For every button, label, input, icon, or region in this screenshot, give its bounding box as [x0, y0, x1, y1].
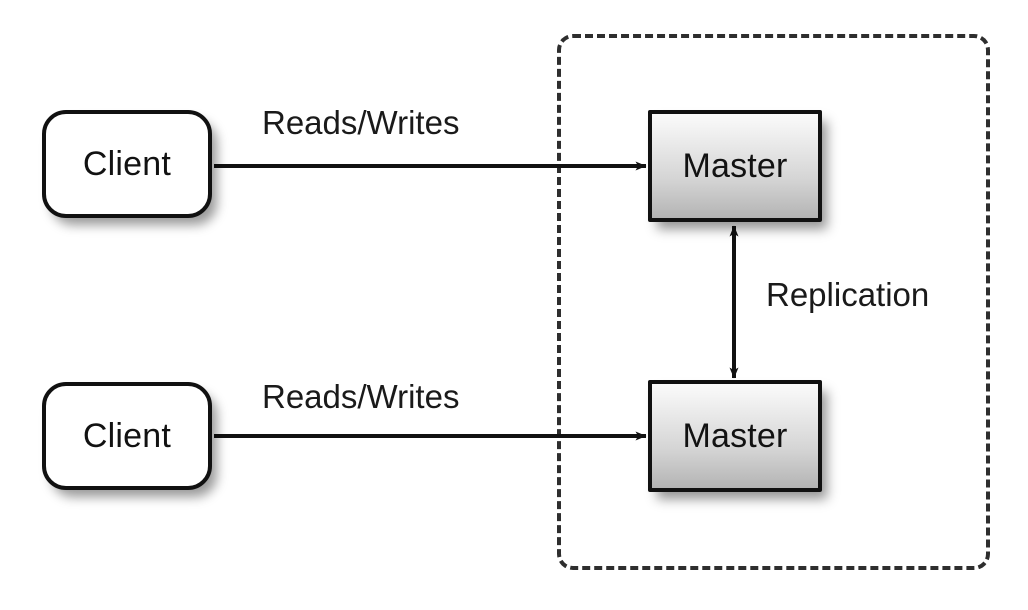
cluster-boundary [557, 34, 990, 570]
node-master-bottom-label: Master [682, 417, 788, 455]
edge-label-replication: Replication [766, 276, 930, 313]
node-client-top-label: Client [82, 145, 172, 183]
node-master-top[interactable]: Master [648, 110, 822, 222]
edge-label-reads-writes-bottom: Reads/Writes [262, 378, 460, 415]
node-master-top-label: Master [682, 147, 788, 185]
node-client-bottom-label: Client [82, 417, 172, 455]
node-client-bottom[interactable]: Client [42, 382, 212, 490]
edge-label-reads-writes-top: Reads/Writes [262, 104, 460, 141]
node-client-top[interactable]: Client [42, 110, 212, 218]
node-master-bottom[interactable]: Master [648, 380, 822, 492]
